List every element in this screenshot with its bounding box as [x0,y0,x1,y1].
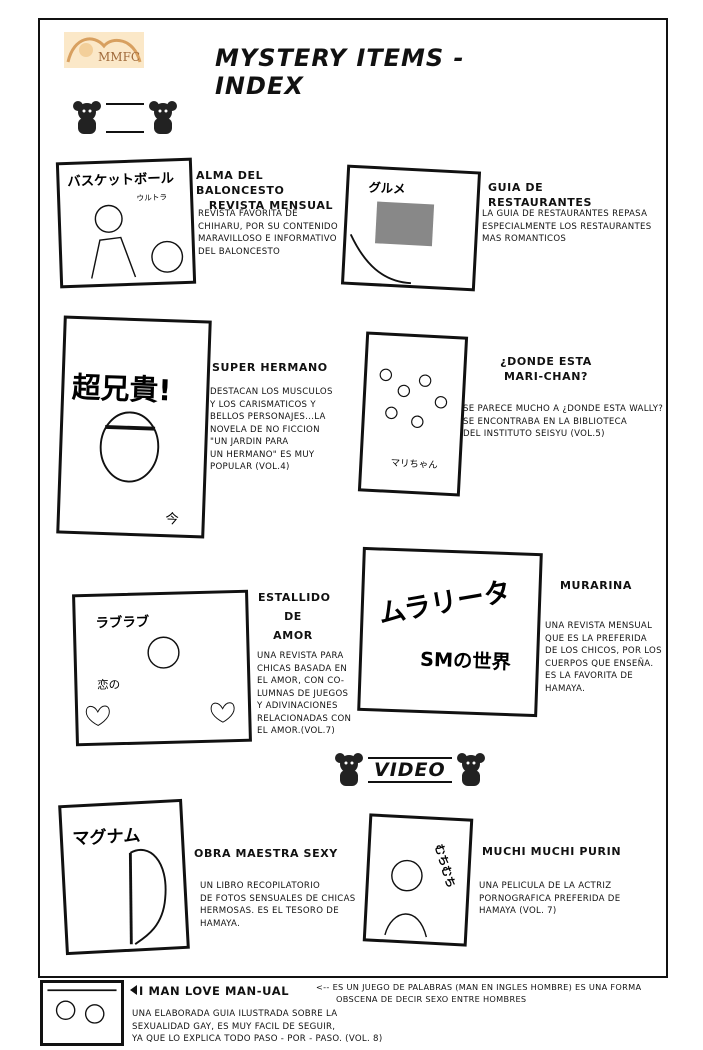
item-image-mari-chan: マリちゃん [357,331,469,497]
cover-text: ムラリータ [376,576,513,630]
item-title-muchi-purin: MUCHI MUCHI PURIN [482,845,622,858]
section-label-video: VIDEO [368,757,452,783]
cover-text: 恋の [97,677,120,692]
item-title-obra-maestra: OBRA MAESTRA SEXY [194,847,338,860]
teddy-bear-icon [149,101,177,134]
cover-text: バスケットボール [67,170,174,190]
item-desc-mari-chan: SE PARECE MUCHO A ¿DONDE ESTA WALLY?SE E… [463,404,664,439]
item-title-murarina: MURARINA [560,579,632,592]
bear-divider-video: VIDEO [334,752,486,788]
cover-text: マグナム [72,825,141,850]
item-note-man-love-manual: <-- ES UN JUEGO DE PALABRAS (MAN EN INGL… [316,982,642,1004]
cover-text: ラブラブ [95,613,150,631]
teddy-bear-icon [73,101,101,134]
page-frame [38,18,668,978]
item-image-estallido-amor: ラブラブ 恋の [72,589,252,747]
teddy-bear-icon [456,753,485,786]
page-title: MYSTERY ITEMS - INDEX [215,44,465,100]
item-title-guia-restaurantes: GUIA DE RESTAURANTES [488,181,592,209]
cover-text: 今 [165,511,179,527]
item-image-man-love-manual [40,980,124,1046]
mmfc-logo [64,32,144,68]
item-image-super-hermano: 超兄貴! 今 [56,315,212,539]
cover-text: むちむち [432,843,458,890]
cover-text: ウルトラ [136,193,167,203]
cover-text: グルメ [368,180,406,197]
cover-text: 超兄貴! [71,370,172,407]
item-image-alma-baloncesto: バスケットボール ウルトラ [55,157,197,289]
item-title-man-love-manual: I MAN LOVE MAN-UAL [130,984,310,999]
item-title-super-hermano: SUPER HERMANO [212,361,328,374]
cover-text: マリちゃん [390,458,438,471]
bear-divider-top [72,100,178,136]
item-image-guia-restaurantes: グルメ [340,164,482,292]
logo-text: MMFC [98,50,141,64]
cover-text: SMの世界 [420,648,512,674]
item-image-obra-maestra: マグナム [58,798,190,956]
item-image-murarina: ムラリータ SMの世界 [357,546,543,718]
teddy-bear-icon [335,753,363,786]
arrow-left-icon [130,985,137,995]
divider-box [106,103,144,133]
item-image-muchi-purin: むちむち [362,813,474,947]
